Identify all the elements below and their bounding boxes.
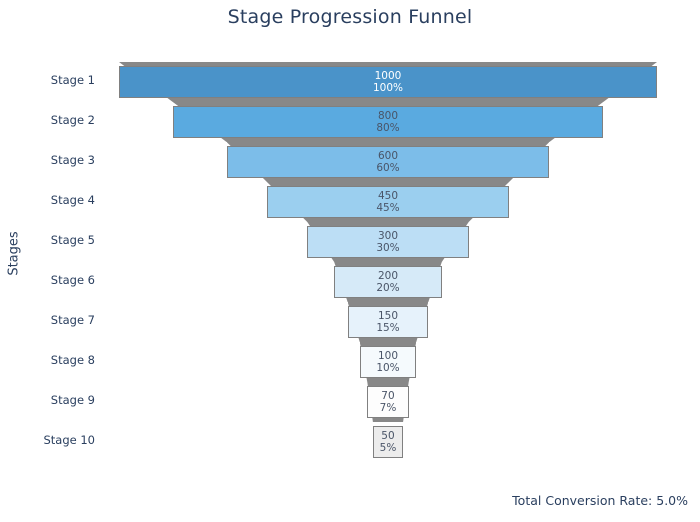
funnel-bar-percent-7: 15% [376,322,400,334]
chart-title: Stage Progression Funnel [227,6,473,28]
funnel-bar-value-3: 600 [377,149,399,162]
stage-label-2: Stage 2 [50,113,95,127]
funnel-bar-percent-4: 45% [376,202,400,214]
funnel-bar-percent-1: 100% [372,82,404,94]
funnel-bar-value-5: 300 [377,229,399,242]
funnel-bar-value-2: 800 [377,109,399,122]
stage-label-7: Stage 7 [50,313,95,327]
stage-label-4: Stage 4 [50,193,95,207]
funnel-bar-value-10: 50 [381,429,395,442]
total-conversion-rate-annotation: Total Conversion Rate: 5.0% [512,493,688,508]
funnel-bar-percent-5: 30% [376,242,400,254]
funnel-bar-percent-10: 5% [379,442,397,454]
funnel-bar-percent-8: 10% [376,362,400,374]
funnel-bar-percent-2: 80% [376,122,400,134]
stage-label-9: Stage 9 [50,393,95,407]
funnel-bar-percent-9: 7% [379,402,397,414]
funnel-bar-percent-3: 60% [376,162,400,174]
funnel-bar-percent-6: 20% [376,282,400,294]
funnel-bar-value-6: 200 [377,269,398,282]
funnel-bar-value-7: 150 [377,309,398,322]
funnel-bar-value-9: 70 [381,389,395,402]
stage-label-8: Stage 8 [50,353,95,367]
funnel-bar-value-1: 1000 [374,69,402,82]
funnel-bar-value-8: 100 [377,349,399,362]
funnel-bar-value-4: 450 [377,189,398,202]
stage-label-3: Stage 3 [50,153,95,167]
stage-label-10: Stage 10 [43,433,95,447]
stage-label-5: Stage 5 [50,233,95,247]
stage-label-1: Stage 1 [50,73,95,87]
stage-label-6: Stage 6 [50,273,95,287]
